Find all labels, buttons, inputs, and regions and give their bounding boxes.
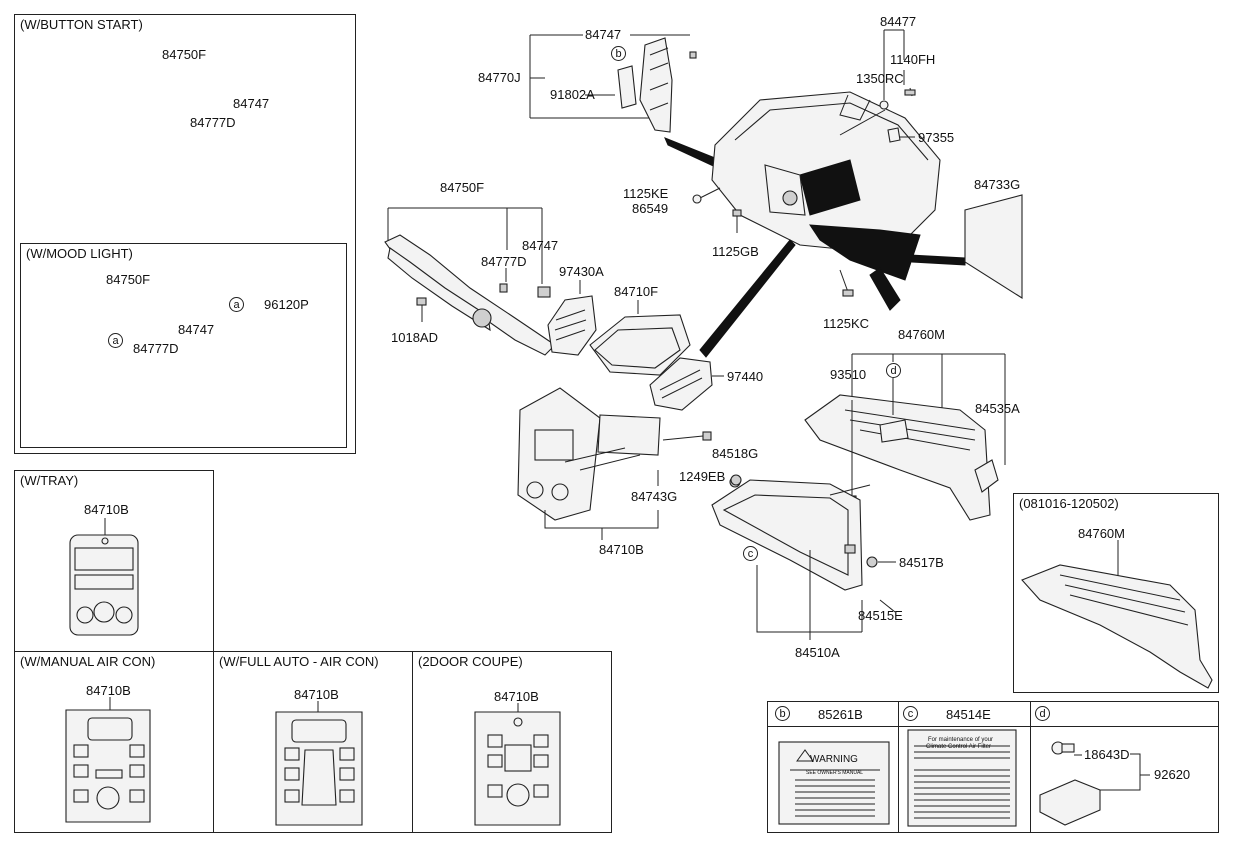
label-mid-84750F: 84750F xyxy=(440,180,485,195)
alt-glove-box-drawing xyxy=(1021,540,1213,689)
legend-circle-b: b xyxy=(775,706,790,721)
label-coupe-84710B: 84710B xyxy=(494,689,539,704)
label-auto-84710B: 84710B xyxy=(294,687,339,702)
legend-table xyxy=(767,701,1219,833)
manual-air-box: (W/MANUAL AIR CON) xyxy=(14,651,214,833)
label-ml-84777D: 84777D xyxy=(133,341,179,356)
label-bs-84750F: 84750F xyxy=(162,47,207,62)
label-gb-84535A: 84535A xyxy=(975,401,1020,416)
maint-label-line2: Climate Control Air Filter xyxy=(926,744,992,750)
label-ml-84747: 84747 xyxy=(178,322,215,337)
box-title-mood-light: (W/MOOD LIGHT) xyxy=(26,246,133,261)
circle-a-inset: a xyxy=(229,297,244,312)
label-96120P: 96120P xyxy=(264,297,309,312)
label-gb-84517B: 84517B xyxy=(899,555,944,570)
circle-c: c xyxy=(743,546,758,561)
box-title-full-auto: (W/FULL AUTO - AIR CON) xyxy=(219,654,379,669)
label-mid-97440: 97440 xyxy=(727,369,764,384)
circle-d: d xyxy=(886,363,901,378)
label-mid-1249EB: 1249EB xyxy=(679,469,726,484)
box-title-manual-air: (W/MANUAL AIR CON) xyxy=(20,654,156,669)
label-top-84477: 84477 xyxy=(880,14,917,29)
label-top-1125KE: 1125KE xyxy=(623,186,669,201)
upper-panel-drawing xyxy=(384,207,741,540)
label-gb-93510: 93510 xyxy=(830,367,867,382)
label-top-84733G: 84733G xyxy=(974,177,1021,192)
label-top-86549: 86549 xyxy=(632,201,669,216)
label-mid-84518G: 84518G xyxy=(712,446,759,461)
label-mid-84777D: 84777D xyxy=(481,254,527,269)
label-mid-84743G: 84743G xyxy=(631,489,678,504)
legend-circle-d: d xyxy=(1035,706,1050,721)
label-ml-84750F: 84750F xyxy=(106,272,151,287)
label-tray-84710B: 84710B xyxy=(84,502,129,517)
label-gb-84510A: 84510A xyxy=(795,645,840,660)
label-top-84747: 84747 xyxy=(585,27,622,42)
label-top-1125KC: 1125KC xyxy=(823,316,870,331)
label-top-84770J: 84770J xyxy=(478,70,521,85)
box-title-button-start: (W/BUTTON START) xyxy=(20,17,143,32)
warning-label-line1: SEE OWNER'S MANUAL xyxy=(806,770,864,776)
label-bs-84747: 84747 xyxy=(233,96,270,111)
label-top-1125GB: 1125GB xyxy=(712,244,759,259)
crash-pad-drawing xyxy=(529,29,1023,358)
label-mid-84747: 84747 xyxy=(522,238,559,253)
tray-box: (W/TRAY) xyxy=(14,470,214,652)
label-mid-84710F: 84710F xyxy=(614,284,659,299)
full-auto-box: (W/FULL AUTO - AIR CON) xyxy=(213,651,413,833)
label-84514E: 84514E xyxy=(946,707,991,722)
center-panels-drawing xyxy=(65,518,561,826)
label-mid-97430A: 97430A xyxy=(559,264,604,279)
label-85261B: 85261B xyxy=(818,707,863,722)
legend-drawings xyxy=(778,729,1150,827)
label-top-97355: 97355 xyxy=(918,130,955,145)
label-top-91802A: 91802A xyxy=(550,87,595,102)
maint-label-line1: For maintenance of your xyxy=(928,737,994,743)
label-gb-84760M: 84760M xyxy=(898,327,945,342)
legend-circle-c: c xyxy=(903,706,918,721)
label-bs-84777D: 84777D xyxy=(190,115,236,130)
label-mid-84710B: 84710B xyxy=(599,542,644,557)
label-top-1350RC: 1350RC xyxy=(856,71,904,86)
label-mid-1018AD: 1018AD xyxy=(391,330,438,345)
warning-label-title: WARNING xyxy=(810,754,858,765)
box-title-tray: (W/TRAY) xyxy=(20,473,79,488)
label-dr-84760M: 84760M xyxy=(1078,526,1125,541)
circle-a: a xyxy=(108,333,123,348)
box-title-date-range: (081016-120502) xyxy=(1019,496,1119,511)
label-18643D: 18643D xyxy=(1084,747,1130,762)
label-top-1140FH: 1140FH xyxy=(890,52,936,67)
label-man-84710B: 84710B xyxy=(86,683,131,698)
date-range-box: (081016-120502) xyxy=(1013,493,1219,693)
glove-box-drawing xyxy=(711,353,1006,640)
circle-b: b xyxy=(611,46,626,61)
label-92620: 92620 xyxy=(1154,767,1191,782)
button-start-box: (W/BUTTON START) xyxy=(14,14,356,454)
coupe-box: (2DOOR COUPE) xyxy=(412,651,612,833)
mood-light-box: (W/MOOD LIGHT) xyxy=(20,243,347,448)
box-title-coupe: (2DOOR COUPE) xyxy=(418,654,523,669)
label-gb-84515E: 84515E xyxy=(858,608,903,623)
